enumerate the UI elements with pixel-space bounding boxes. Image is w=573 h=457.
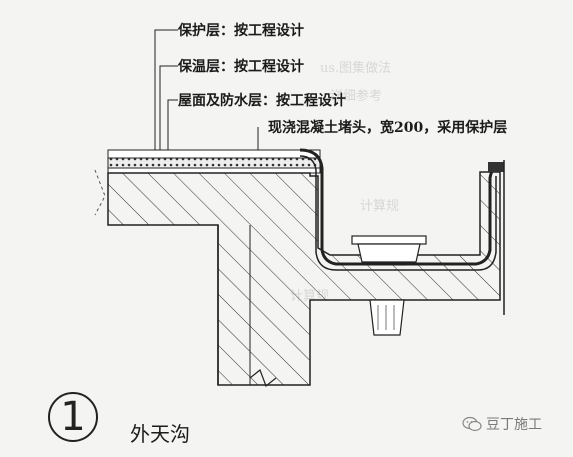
leader-waterproof xyxy=(167,99,178,158)
svg-text:us.图集做法: us.图集做法 xyxy=(320,60,391,76)
wechat-icon xyxy=(462,416,482,432)
leader-lines xyxy=(154,29,259,158)
break-line xyxy=(249,369,277,387)
label-protection-layer: 保护层：按工程设计 xyxy=(178,23,304,39)
gutter-cap xyxy=(488,162,504,172)
roof-layers xyxy=(107,149,321,174)
label-insulation-layer: 保温层：按工程设计 xyxy=(178,59,304,75)
label-concrete-plug: 现浇混凝土堵头，宽200，采用保护层 xyxy=(268,120,508,136)
leader-insulate xyxy=(159,65,178,154)
svg-text:详细参考: 详细参考 xyxy=(330,88,382,104)
detail-number: 1 xyxy=(48,392,98,442)
protection-layer xyxy=(107,149,321,159)
leader-protect xyxy=(154,29,178,152)
concrete-gutter-body xyxy=(107,171,501,386)
label-waterproof-layer: 屋面及防水层：按工程设计 xyxy=(178,93,346,109)
watermark: 豆丁施工 xyxy=(462,414,542,434)
dashed-outline xyxy=(94,169,106,216)
drain-outlet xyxy=(351,235,427,336)
gutter-lining-outer xyxy=(299,155,497,271)
detail-title: 外天沟 xyxy=(130,422,190,446)
insulation-layer xyxy=(107,157,321,169)
watermark-text: 豆丁施工 xyxy=(486,417,542,433)
svg-text:计算规: 计算规 xyxy=(360,199,399,214)
gutter-lining xyxy=(299,148,501,266)
